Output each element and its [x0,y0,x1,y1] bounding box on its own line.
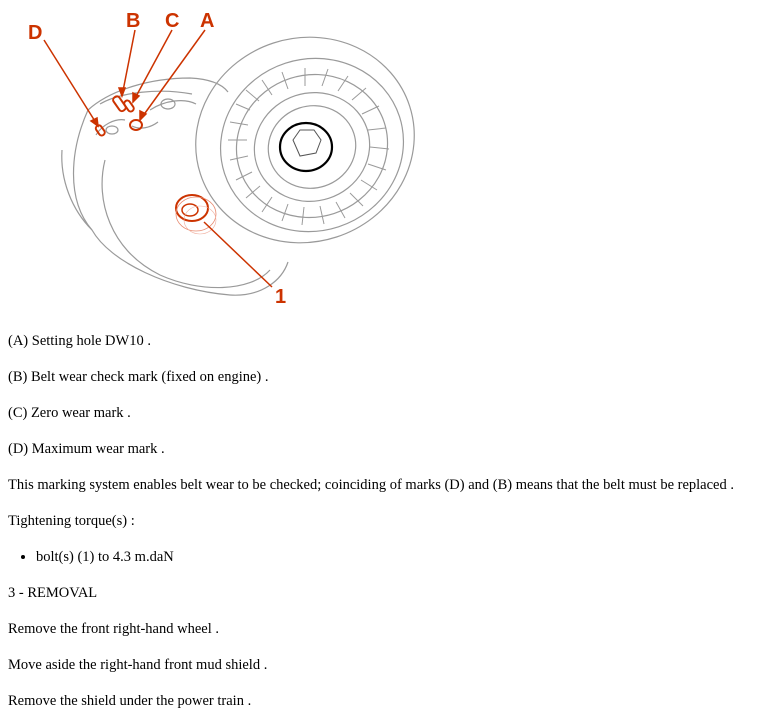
bolt-1 [175,194,217,235]
wear-note: This marking system enables belt wear to… [8,477,734,493]
callout-b: B [126,10,140,32]
callout-leaders [43,29,273,288]
pulley [195,36,415,244]
legend-c: (C) Zero wear mark . [8,405,131,421]
tensioner-body [61,77,289,296]
removal-step: Remove the front right-hand wheel . [8,621,219,637]
torque-heading: Tightening torque(s) : [8,513,135,529]
belt-wear-check-mark [112,95,127,113]
callout-1: 1 [275,286,286,308]
removal-step: Remove the shield under the power train … [8,693,252,709]
setting-hole-mark [129,119,143,131]
legend-b: (B) Belt wear check mark (fixed on engin… [8,369,269,385]
pulley-bolt [278,121,334,173]
legend-a: (A) Setting hole DW10 . [8,333,151,349]
torque-item: bolt(s) (1) to 4.3 m.daN [36,547,778,567]
wear-marks [94,95,143,137]
torque-list: bolt(s) (1) to 4.3 m.daN [8,547,778,583]
callout-letters: A C B D 1 [28,10,286,308]
pulley-ribs [228,68,390,226]
legend-d: (D) Maximum wear mark . [8,441,165,457]
document-body: (A) Setting hole DW10 . (B) Belt wear ch… [8,331,778,727]
tensioner-illustration: A C B D 1 [0,0,420,315]
tensioner-drawing: A C B D 1 [28,10,415,308]
callout-c: C [165,10,179,32]
removal-heading: 3 - REMOVAL [8,585,98,601]
removal-step: Move aside the right-hand front mud shie… [8,657,268,673]
zero-wear-mark [123,99,135,113]
callout-a: A [200,10,214,32]
callout-d: D [28,22,42,44]
